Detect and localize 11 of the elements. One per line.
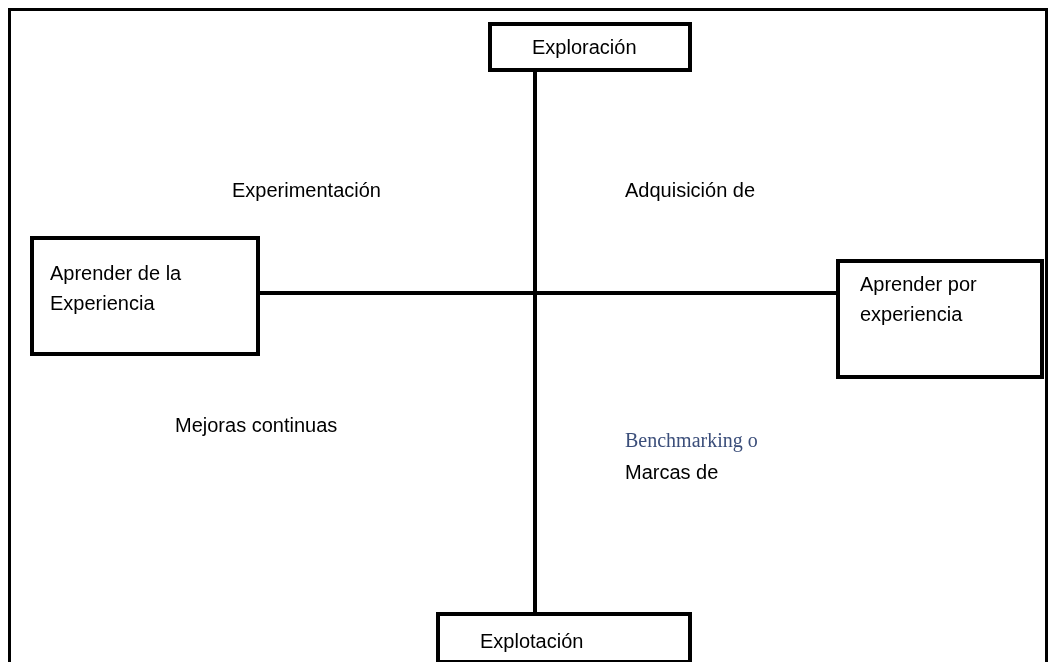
connector-line — [533, 72, 537, 612]
quadrant-label: Marcas de — [625, 460, 719, 485]
quadrant-label: Mejoras continuas — [175, 413, 338, 438]
label-box: Explotación — [436, 612, 692, 662]
connector-line — [260, 291, 836, 295]
quadrant-label: Adquisición de — [625, 178, 757, 203]
label-box: Exploración — [488, 22, 692, 72]
quadrant-label: Experimentación — [232, 178, 381, 203]
label-box: Aprender por experiencia — [836, 259, 1044, 379]
label-box: Aprender de la Experiencia — [30, 236, 260, 356]
quadrant-label: Benchmarking o — [625, 428, 758, 454]
